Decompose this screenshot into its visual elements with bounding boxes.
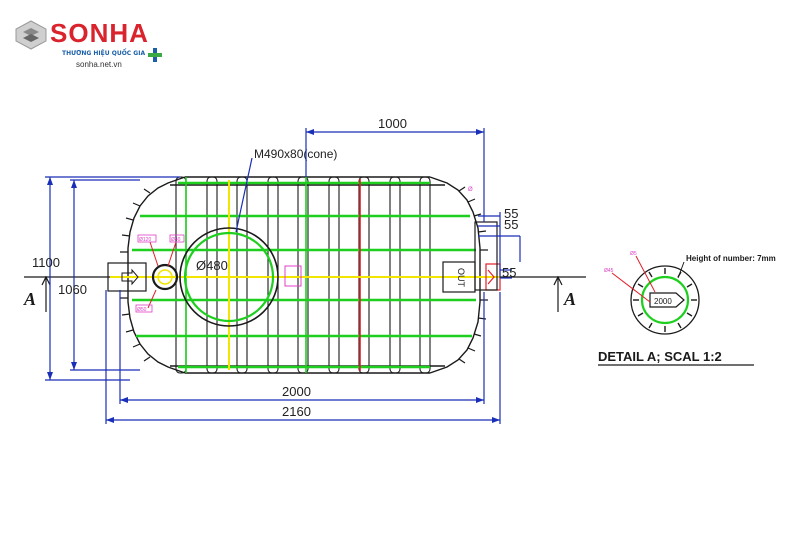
- brand-name: SONHA: [50, 18, 149, 48]
- dim-total-length: 2160: [282, 404, 311, 419]
- tank-outline-right: [429, 176, 481, 374]
- rib-9: [419, 176, 431, 374]
- dim-offset-b: 55: [504, 217, 518, 232]
- detail-inner-circle: [640, 275, 690, 325]
- detail-small-label-2: Ø45: [604, 268, 614, 274]
- dim-offset-a: 55: [504, 206, 518, 221]
- detail-title: DETAIL A; SCAL 1:2: [598, 349, 722, 364]
- outlet-small-label: Ø: [468, 187, 473, 193]
- detail-small-label-1: Ø5: [630, 251, 637, 257]
- rib-5: [297, 176, 309, 374]
- manway: [179, 227, 279, 327]
- dim-inner-height: 1060: [58, 282, 87, 297]
- green-seams: [132, 177, 476, 373]
- section-line: [24, 275, 586, 312]
- dim-body-length: 2000: [282, 384, 311, 399]
- manway-diameter: Ø480: [196, 258, 228, 273]
- dim-top-width: 1000: [378, 116, 407, 131]
- dimension-arrows: [47, 129, 500, 423]
- tank-ribs: [175, 176, 431, 374]
- brand-website: sonha.net.vn: [76, 60, 122, 69]
- dimension-lines: [45, 128, 521, 424]
- rib-3: [236, 176, 248, 374]
- rib-2: [206, 176, 218, 374]
- detail-center-text: 2000: [654, 297, 672, 306]
- center-axis: [110, 180, 500, 370]
- national-brand-cross-icon: [148, 48, 162, 62]
- brand-tagline: THƯƠNG HIỆU QUỐC GIA: [62, 50, 146, 57]
- detail-note: Height of number: 7mm: [686, 254, 776, 263]
- detail-a: [611, 255, 700, 335]
- section-mark-right: A: [563, 289, 576, 309]
- rib-6: [328, 176, 340, 374]
- manway-label: M490x80(cone): [254, 147, 337, 161]
- rib-7: [358, 176, 370, 374]
- sonha-logo: SONHA THƯƠNG HIỆU QUỐC GIA sonha.net.vn: [14, 18, 174, 70]
- manway-inner-ring: [183, 231, 275, 323]
- manway-leader: [235, 157, 253, 233]
- outlet-label: OUT: [456, 268, 466, 288]
- inlet-label-3: Ø50: [137, 307, 147, 313]
- detail-arrow-box: [649, 292, 685, 308]
- inlet-label-2: Ø40: [171, 237, 181, 243]
- inlet-label-1: Ø120: [139, 237, 151, 243]
- section-mark-left: A: [23, 289, 36, 309]
- detail-outer-circle: [630, 265, 700, 335]
- detail-dial-ticks: [633, 268, 697, 332]
- dim-outer-height: 1100: [32, 255, 60, 270]
- rib-8: [389, 176, 401, 374]
- tank-outline-left: [127, 176, 186, 374]
- sonha-emblem-icon: [15, 20, 47, 50]
- dim-offset-c: 55: [502, 265, 516, 280]
- end-cap-teeth: [120, 186, 488, 364]
- manway-outer-ring: [179, 227, 279, 327]
- inlet-annotations: [135, 234, 185, 313]
- outlet-pipe: [442, 221, 501, 293]
